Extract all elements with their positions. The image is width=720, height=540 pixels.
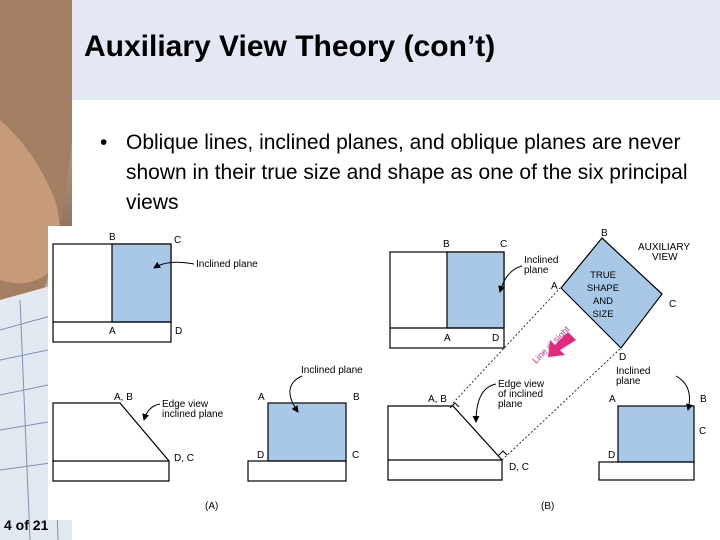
fig-a-side-label-b: B (353, 392, 360, 403)
fig-b-true-3: AND (593, 296, 613, 307)
slide-title: Auxiliary View Theory (con’t) (84, 30, 496, 63)
fig-b-inclined-1: Inclined (524, 255, 558, 266)
fig-b-aux-view-1: AUXILIARY (638, 242, 690, 253)
fig-a-inclined-plane-label: Inclined plane (196, 259, 258, 270)
fig-b-true-2: SHAPE (587, 283, 619, 294)
fig-a-front-view (52, 402, 170, 482)
fig-b-aux-view-2: VIEW (652, 252, 678, 263)
auxiliary-view-figure: B C A D Inclined plane A, B Edge view in… (48, 226, 720, 520)
fig-b-caption: (B) (541, 501, 554, 512)
page-number: 4 of 21 (4, 517, 49, 533)
fig-a-caption: (A) (205, 501, 218, 512)
fig-b-edge-view-3: plane (498, 399, 523, 410)
fig-b-top-view (389, 251, 505, 349)
fig-b-label-dc: D, C (509, 462, 529, 473)
fig-b-true-1: TRUE (590, 270, 616, 281)
fig-b-aux-label-d: D (619, 352, 626, 363)
fig-b-label-a: A (444, 333, 451, 344)
fig-b-side-label-c: C (699, 426, 706, 437)
fig-a-edge-view-1: Edge view (162, 399, 209, 410)
figure-drawing: B C A D Inclined plane A, B Edge view in… (52, 228, 707, 512)
bullet-text: Oblique lines, inclined planes, and obli… (126, 131, 688, 214)
fig-a-label-dc: D, C (174, 453, 194, 464)
fig-b-edge-view-1: Edge view (498, 379, 545, 390)
fig-a-side-label-c: C (352, 450, 359, 461)
fig-a-edge-view-2: inclined plane (162, 409, 224, 420)
fig-a-label-b: B (109, 232, 116, 243)
fig-a-side-label-a: A (258, 392, 265, 403)
title-band (72, 0, 720, 100)
fig-a-side-inclined-label: Inclined plane (301, 365, 363, 376)
fig-b-side-label-d: D (608, 450, 615, 461)
fig-b-true-4: SIZE (592, 309, 613, 320)
fig-a-label-d: D (175, 326, 182, 337)
fig-b-aux-label-c: C (669, 299, 676, 310)
fig-a-label-a: A (109, 326, 116, 337)
bullet-dot: • (100, 131, 108, 154)
fig-b-sight-arrow (548, 332, 576, 357)
fig-b-side-label-a: A (609, 394, 616, 405)
fig-b-projection-lines (452, 287, 622, 461)
fig-b-label-c: C (500, 239, 507, 250)
fig-b-front-view (387, 405, 503, 481)
fig-b-right-angle-marks (449, 402, 508, 457)
fig-b-label-d: D (492, 333, 499, 344)
fig-b-label-b: B (443, 239, 450, 250)
fig-b-auxiliary-view (560, 237, 663, 349)
fig-b-aux-label-a: A (551, 281, 558, 292)
fig-a-side-view (247, 402, 347, 482)
fig-b-side-view (598, 405, 695, 481)
fig-a-side-label-d: D (257, 450, 264, 461)
fig-b-label-ab: A, B (428, 394, 447, 405)
fig-b-inclined-2: plane (524, 265, 549, 276)
fig-b-edge-view-2: of inclined (498, 389, 543, 400)
fig-a-top-view (52, 243, 172, 343)
fig-a-label-c: C (174, 235, 181, 246)
fig-b-aux-label-b: B (601, 228, 608, 239)
fig-a-label-ab: A, B (114, 392, 133, 403)
fig-b-side-inclined-1: Inclined (616, 366, 650, 377)
fig-b-side-label-b: B (700, 394, 707, 405)
fig-b-side-inclined-2: plane (616, 376, 641, 387)
